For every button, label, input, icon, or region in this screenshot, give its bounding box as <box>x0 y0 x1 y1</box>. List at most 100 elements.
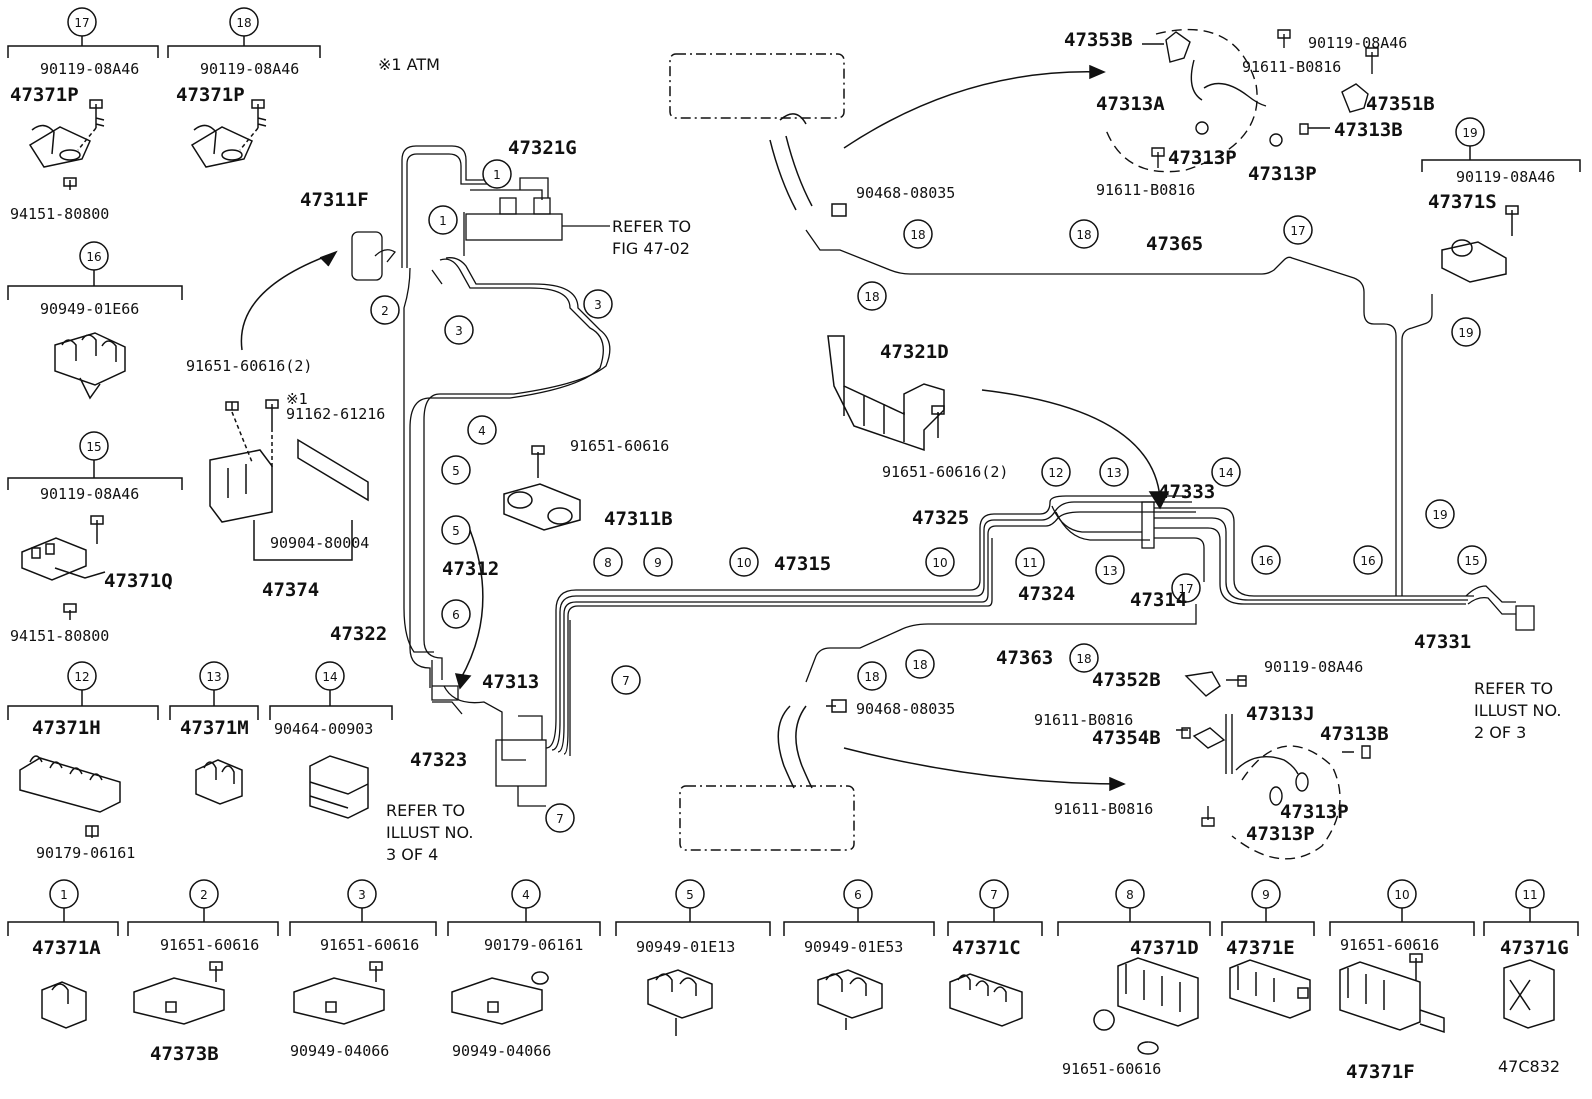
svg-text:47312: 47312 <box>442 558 499 580</box>
svg-text:47321G: 47321G <box>508 137 577 159</box>
clamp-47371P-icon <box>190 99 267 168</box>
svg-text:7: 7 <box>990 888 998 902</box>
diagram-labels: 47321G 47311F REFER TO FIG 47-02 91651-6… <box>300 29 1561 1076</box>
callout-number: 4 <box>478 424 486 438</box>
svg-text:47325: 47325 <box>912 507 969 529</box>
label-91651-60616-2: 91651-60616(2) <box>186 357 312 375</box>
svg-text:91651-60616: 91651-60616 <box>1340 936 1439 954</box>
svg-text:47315: 47315 <box>774 553 831 575</box>
callout-number: 2 <box>381 304 389 318</box>
svg-text:18: 18 <box>236 16 251 30</box>
label-91162-61216: 91162-61216 <box>286 405 385 423</box>
svg-text:10: 10 <box>1394 888 1409 902</box>
svg-text:47373B: 47373B <box>150 1043 219 1065</box>
clip-47371C-icon <box>949 973 1023 1027</box>
callout-number: 17 <box>1290 224 1305 238</box>
bracket-3-icon <box>293 961 385 1025</box>
callout-number: 1 <box>439 214 447 228</box>
svg-text:47313B: 47313B <box>1320 723 1389 745</box>
svg-text:91611-B0816: 91611-B0816 <box>1054 800 1153 818</box>
clamp-47371Q-icon <box>21 515 106 620</box>
svg-text:47371M: 47371M <box>180 717 249 739</box>
svg-text:47371D: 47371D <box>1130 937 1199 959</box>
svg-text:17: 17 <box>74 16 89 30</box>
bottom-legend-row <box>7 879 1579 1055</box>
svg-text:91651-60616: 91651-60616 <box>320 936 419 954</box>
svg-text:90119-08A46: 90119-08A46 <box>40 60 139 78</box>
callout-number: 3 <box>455 324 463 338</box>
svg-text:90949-04066: 90949-04066 <box>290 1042 389 1060</box>
svg-text:REFER TO: REFER TO <box>1474 679 1553 698</box>
svg-text:90179-06161: 90179-06161 <box>36 844 135 862</box>
detail-top-right <box>1105 28 1379 173</box>
callout-number: 7 <box>556 812 564 826</box>
callout-number: 10 <box>736 556 751 570</box>
callout-number: 6 <box>452 608 460 622</box>
callout-number: 16 <box>1360 554 1375 568</box>
svg-text:1: 1 <box>60 888 68 902</box>
legend-box-14: 14 90464-00903 <box>269 661 393 819</box>
svg-text:47371Q: 47371Q <box>104 570 173 592</box>
svg-text:90468-08035: 90468-08035 <box>856 700 955 718</box>
svg-text:91651-60616: 91651-60616 <box>570 437 669 455</box>
clamp-47371H-icon <box>19 755 121 838</box>
svg-text:12: 12 <box>74 670 89 684</box>
callout-number: 8 <box>604 556 612 570</box>
svg-text:90179-06161: 90179-06161 <box>484 936 583 954</box>
callout-number: 11 <box>1022 556 1037 570</box>
svg-text:90119-08A46: 90119-08A46 <box>1264 658 1363 676</box>
bracket-4-icon <box>451 971 549 1025</box>
svg-text:3: 3 <box>358 888 366 902</box>
callout-number: 19 <box>1458 326 1473 340</box>
callout-number: 7 <box>622 674 630 688</box>
svg-text:47353B: 47353B <box>1064 29 1133 51</box>
callout-number: 18 <box>864 290 879 304</box>
bracket-47374-group <box>209 250 369 561</box>
callout-number: 12 <box>1048 466 1063 480</box>
svg-text:47351B: 47351B <box>1366 93 1435 115</box>
svg-text:47313A: 47313A <box>1096 93 1165 115</box>
clamp-47311B-icon <box>503 445 581 531</box>
label-90904-80004: 90904-80004 <box>270 534 369 552</box>
svg-text:90119-08A46: 90119-08A46 <box>1308 34 1407 52</box>
svg-text:5: 5 <box>686 888 694 902</box>
svg-text:REFER TO: REFER TO <box>612 217 691 236</box>
callout-number: 19 <box>1432 508 1447 522</box>
svg-text:47371S: 47371S <box>1428 191 1497 213</box>
svg-text:47311B: 47311B <box>604 508 673 530</box>
bottom-legend-text: 1 2 3 4 5 6 7 8 9 10 11 47371A 91651-606… <box>32 888 1569 1083</box>
svg-text:8: 8 <box>1126 888 1134 902</box>
svg-text:47371P: 47371P <box>10 84 79 106</box>
legend-box-17: 17 90119-08A46 47371P 94151-80800 <box>7 7 159 223</box>
callout-number: 18 <box>912 658 927 672</box>
svg-text:47323: 47323 <box>410 749 467 771</box>
svg-text:11: 11 <box>1522 888 1537 902</box>
svg-text:91611-B0816: 91611-B0816 <box>1096 181 1195 199</box>
callout-number: 17 <box>1178 582 1193 596</box>
svg-text:13: 13 <box>206 670 221 684</box>
hoses-and-arrows <box>454 53 1170 851</box>
svg-text:91611-B0816: 91611-B0816 <box>1034 711 1133 729</box>
callout-number: 1 <box>493 168 501 182</box>
legend-box-19: 19 90119-08A46 47371S <box>1421 117 1581 283</box>
legend-box-18: 18 90119-08A46 47371P <box>167 7 321 168</box>
svg-text:90949-04066: 90949-04066 <box>452 1042 551 1060</box>
clip-47371M-icon <box>195 759 243 805</box>
svg-text:2 OF 3: 2 OF 3 <box>1474 723 1526 742</box>
svg-text:47322: 47322 <box>330 623 387 645</box>
callout-number: 5 <box>452 524 460 538</box>
svg-text:47333: 47333 <box>1158 481 1215 503</box>
svg-text:47371E: 47371E <box>1226 937 1295 959</box>
callout-number: 14 <box>1218 466 1233 480</box>
clip-47371G-icon <box>1503 959 1555 1029</box>
diagram-callouts <box>370 159 1487 833</box>
svg-text:16: 16 <box>86 250 101 264</box>
clip-47371E-icon <box>1229 959 1311 1019</box>
callout-number: 18 <box>1076 228 1091 242</box>
svg-text:9: 9 <box>1262 888 1270 902</box>
svg-text:FIG 47-02: FIG 47-02 <box>612 239 690 258</box>
svg-text:91651-60616: 91651-60616 <box>1062 1060 1161 1078</box>
callout-number: 18 <box>910 228 925 242</box>
